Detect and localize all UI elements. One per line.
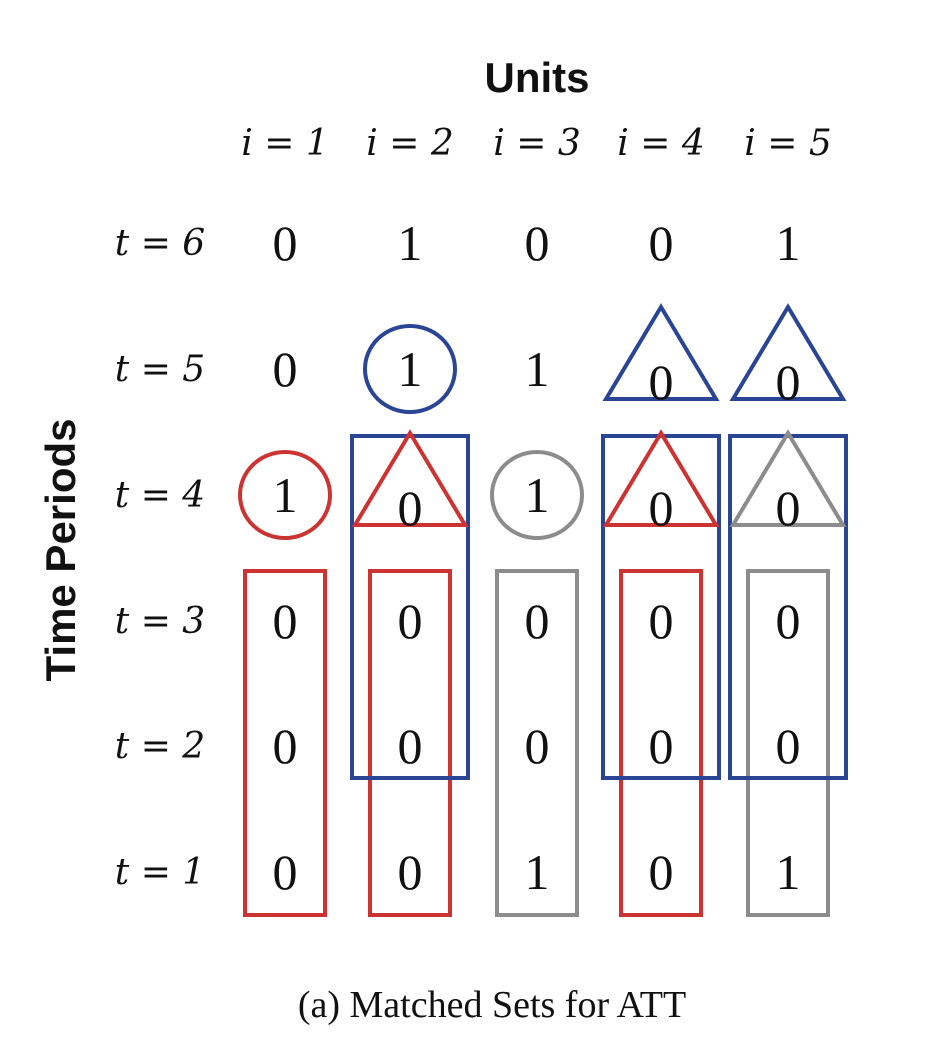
gray-circle-marker xyxy=(490,450,584,540)
row-label: t = 1 xyxy=(115,852,205,893)
matrix-cell: 0 xyxy=(776,354,801,410)
matrix-cell: 0 xyxy=(273,718,298,774)
red-matched-box xyxy=(368,569,452,917)
matrix-cell: 1 xyxy=(273,467,298,523)
time-periods-title: Time Periods xyxy=(37,419,84,682)
matrix-cell: 0 xyxy=(398,480,423,536)
matrix-cell: 0 xyxy=(273,215,298,271)
matrix-cell: 0 xyxy=(273,341,298,397)
matrix-cell: 1 xyxy=(398,341,423,397)
matrix-cell: 0 xyxy=(649,354,674,410)
matrix-cell: 0 xyxy=(649,593,674,649)
row-label: t = 5 xyxy=(115,349,205,390)
blue-triangle-marker xyxy=(602,303,720,401)
column-label: i = 1 xyxy=(241,123,328,164)
matrix-cell: 1 xyxy=(525,341,550,397)
matrix-cell: 0 xyxy=(776,480,801,536)
red-matched-box xyxy=(243,569,327,917)
matrix-cell: 0 xyxy=(525,593,550,649)
annotation-shapes xyxy=(238,303,848,917)
matrix-cell: 0 xyxy=(398,718,423,774)
gray-triangle-marker xyxy=(729,429,847,527)
matrix-cell: 0 xyxy=(649,844,674,900)
red-matched-box xyxy=(619,569,703,917)
units-title: Units xyxy=(485,54,590,101)
row-label: t = 6 xyxy=(115,223,205,264)
blue-circle-marker xyxy=(363,324,457,414)
row-label: t = 4 xyxy=(115,475,205,516)
matrix-cell: 0 xyxy=(649,718,674,774)
matrix-cell: 0 xyxy=(776,718,801,774)
matrix-cell: 0 xyxy=(398,844,423,900)
matrix-cell: 1 xyxy=(525,844,550,900)
red-triangle-marker xyxy=(351,429,469,527)
matrix-cells: 0 1 0 0 1 0 1 1 0 0 1 0 1 0 0 0 0 0 0 0 0 0 0 0 0 0 0 1 0 1 xyxy=(273,215,801,900)
matrix-cell: 0 xyxy=(273,593,298,649)
row-label: t = 3 xyxy=(115,601,205,642)
matrix-cell: 1 xyxy=(398,215,423,271)
gray-matched-box xyxy=(746,569,830,917)
matrix-cell: 0 xyxy=(525,215,550,271)
gray-matched-box xyxy=(495,569,579,917)
matrix-cell: 0 xyxy=(776,593,801,649)
matrix-cell: 0 xyxy=(649,480,674,536)
matrix-cell: 1 xyxy=(525,467,550,523)
column-label: i = 3 xyxy=(493,123,580,164)
red-circle-marker xyxy=(238,450,332,540)
column-label: i = 5 xyxy=(744,123,831,164)
red-triangle-marker xyxy=(602,429,720,527)
matrix-cell: 0 xyxy=(525,718,550,774)
matrix-cell: 0 xyxy=(398,593,423,649)
matrix-cell: 0 xyxy=(273,844,298,900)
row-labels: t = 6 t = 5 t = 4 t = 3 t = 2 t = 1 xyxy=(115,223,205,893)
matrix-cell: 1 xyxy=(776,215,801,271)
matrix-cell: 1 xyxy=(776,844,801,900)
matrix-cell: 0 xyxy=(649,215,674,271)
column-label: i = 2 xyxy=(366,123,453,164)
blue-triangle-marker xyxy=(729,303,847,401)
column-label: i = 4 xyxy=(617,123,704,164)
row-label: t = 2 xyxy=(115,726,205,767)
column-labels: i = 1 i = 2 i = 3 i = 4 i = 5 xyxy=(241,123,831,164)
figure-caption: (a) Matched Sets for ATT xyxy=(298,984,686,1026)
